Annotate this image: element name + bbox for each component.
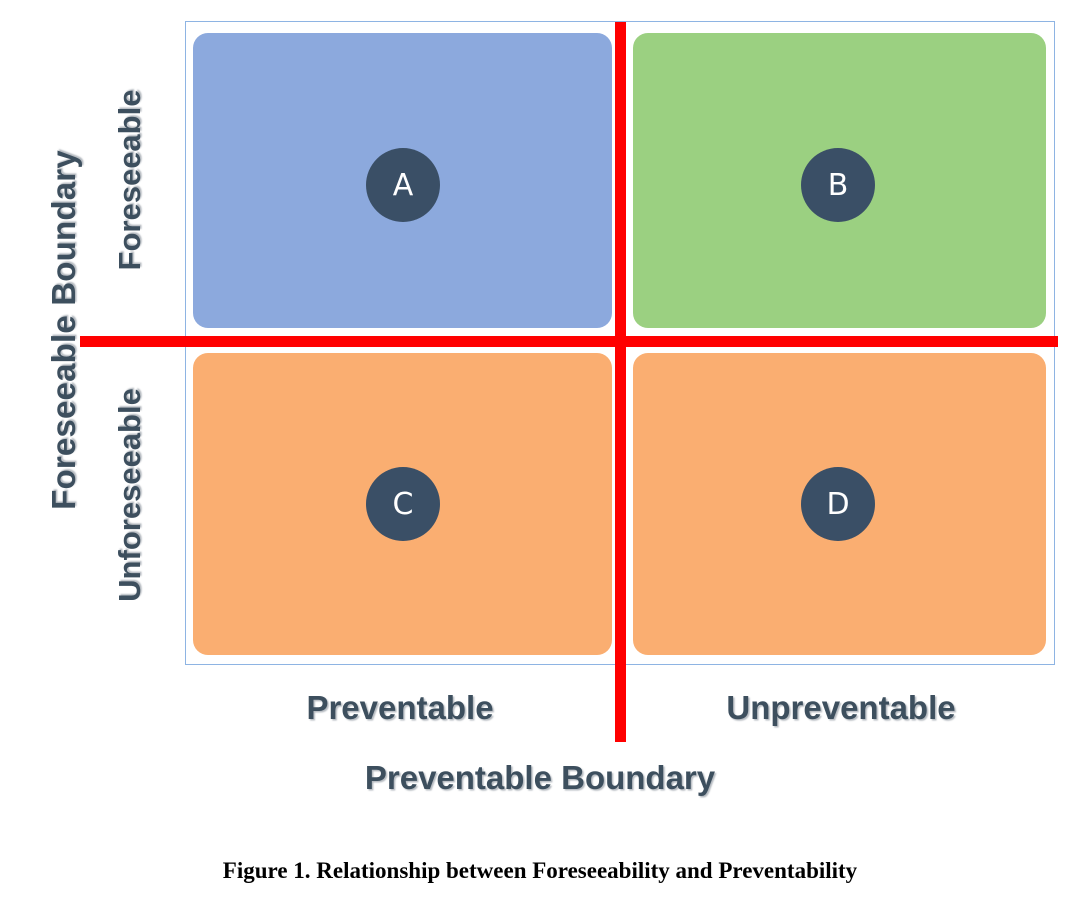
preventable-boundary-line bbox=[615, 22, 626, 742]
row-label-foreseeable: Foreseeable bbox=[112, 89, 147, 271]
marker-circle-a[interactable]: A bbox=[366, 148, 440, 222]
column-label-preventable: Preventable bbox=[306, 689, 494, 726]
marker-circle-b[interactable]: B bbox=[801, 148, 875, 222]
y-axis-label: Foreseeable Boundary bbox=[45, 150, 82, 510]
x-axis-label: Preventable Boundary bbox=[364, 759, 716, 796]
marker-circle-d[interactable]: D bbox=[801, 467, 875, 541]
foreseeable-boundary-line bbox=[80, 336, 1058, 347]
figure-caption: Figure 1. Relationship between Foreseeab… bbox=[222, 858, 858, 883]
column-label-unpreventable: Unpreventable bbox=[726, 689, 956, 726]
row-label-unforeseeable: Unforeseeable bbox=[112, 388, 147, 602]
marker-circle-c[interactable]: C bbox=[366, 467, 440, 541]
